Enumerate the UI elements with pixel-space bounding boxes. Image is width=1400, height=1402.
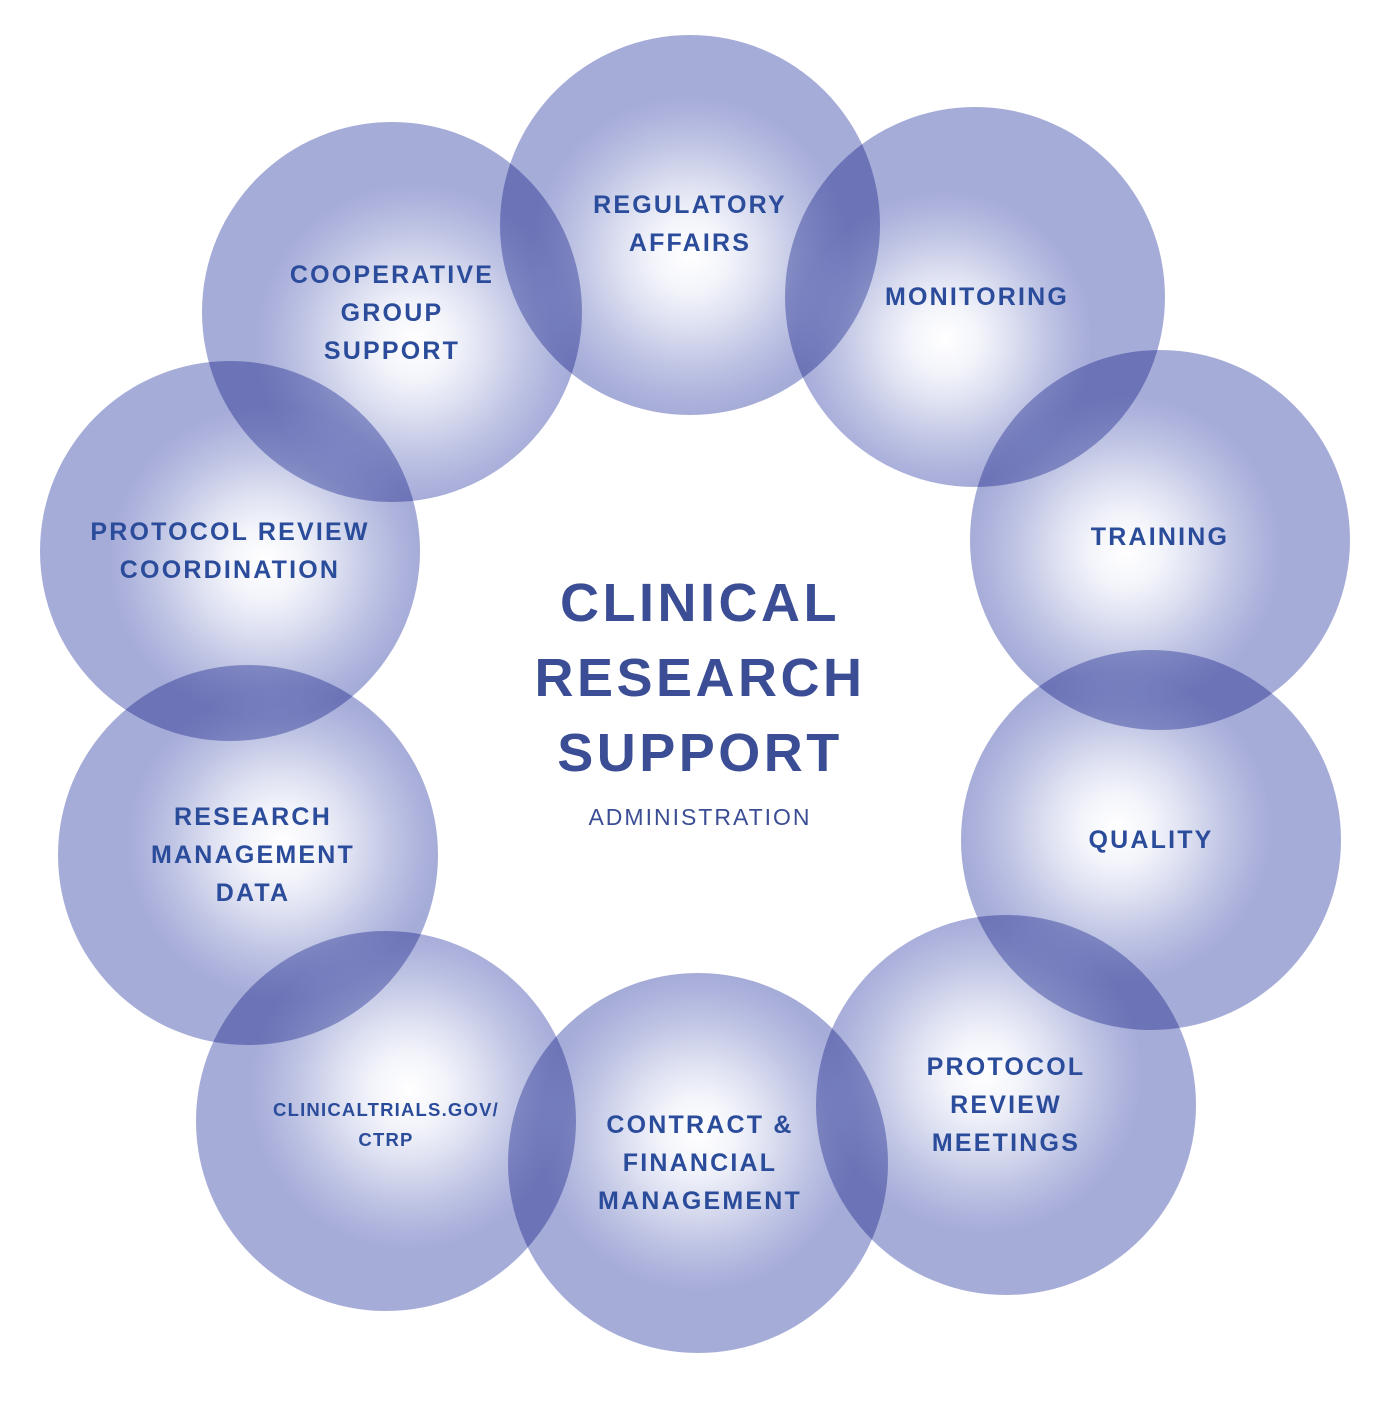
center-title-line-2: RESEARCH	[534, 648, 866, 708]
label-clinicaltrials-gov-ctrp: CLINICALTRIALS.GOV/ CTRP	[273, 1099, 499, 1150]
label-regulatory-affairs: REGULATORY AFFAIRS	[593, 191, 787, 257]
center-title-line-1: CLINICAL	[560, 573, 840, 633]
circle-contract-financial-management	[508, 973, 888, 1353]
label-training: TRAINING	[1090, 523, 1230, 551]
label-monitoring: MONITORING	[884, 283, 1070, 311]
center-title-block: CLINICAL RESEARCH SUPPORT ADMINISTRATION	[534, 566, 865, 831]
label-quality: QUALITY	[1088, 826, 1214, 854]
label-contract-financial-management: CONTRACT & FINANCIAL MANAGEMENT	[598, 1111, 802, 1215]
center-subtitle: ADMINISTRATION	[588, 804, 812, 830]
circle-cooperative-group-support	[202, 122, 582, 502]
label-protocol-review-meetings: PROTOCOL REVIEW MEETINGS	[926, 1053, 1086, 1157]
label-cooperative-group-support: COOPERATIVE GROUP SUPPORT	[289, 261, 495, 365]
label-research-management-data: RESEARCH MANAGEMENT DATA	[151, 803, 355, 907]
center-title-line-3: SUPPORT	[557, 723, 843, 783]
circle-protocol-review-meetings	[816, 915, 1196, 1295]
label-protocol-review-coordination: PROTOCOL REVIEW COORDINATION	[90, 518, 370, 584]
